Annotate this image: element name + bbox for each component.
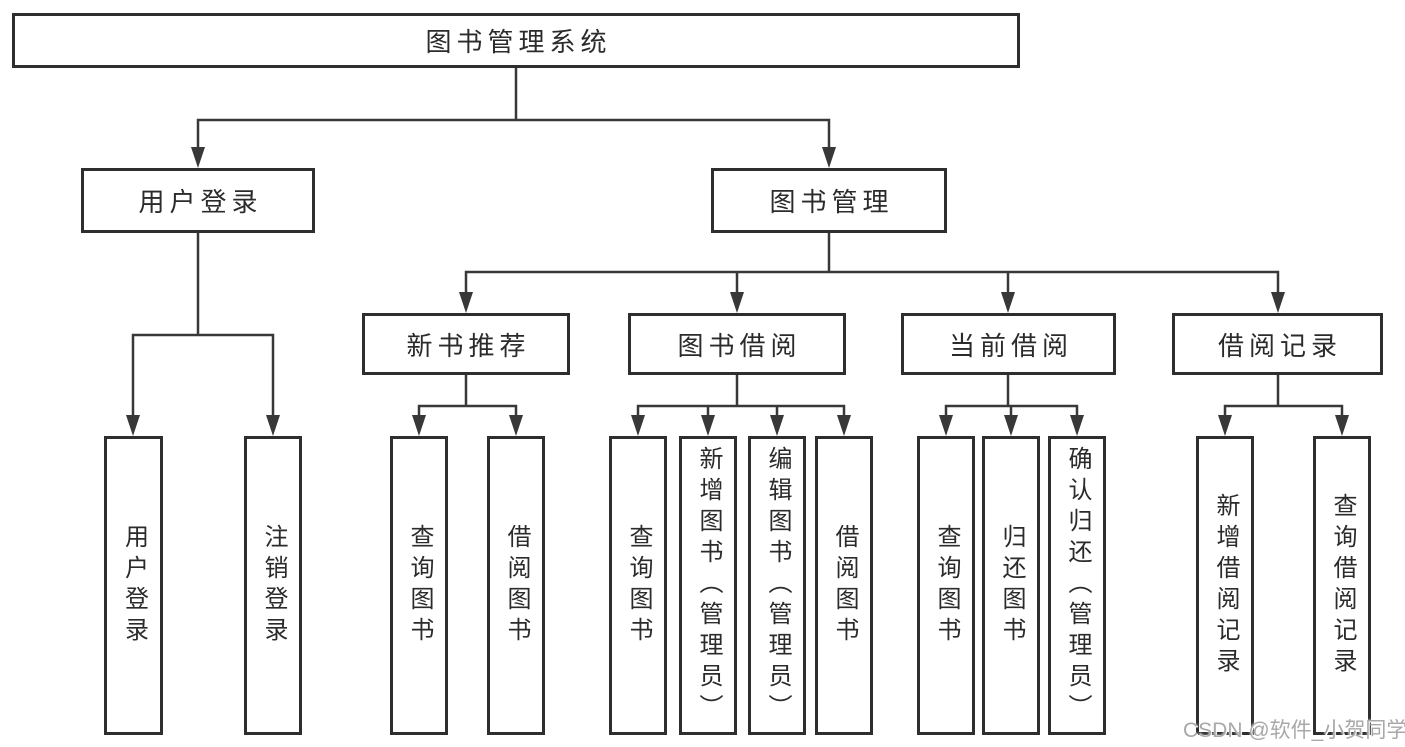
leaf-bb-borrow-books-label: 借阅图书 — [831, 523, 858, 648]
node-book-borrowing: 图书借阅 — [628, 313, 846, 375]
node-user-login-label: 用户登录 — [138, 187, 263, 217]
leaf-logout-label: 注销登录 — [260, 523, 287, 648]
node-current-borrowing: 当前借阅 — [901, 313, 1116, 375]
leaf-br-add-record-label: 新增借阅记录 — [1212, 492, 1239, 679]
leaf-nbr-borrow-books-label: 借阅图书 — [503, 523, 530, 648]
leaf-cb-return-books: 归还图书 — [982, 436, 1040, 735]
node-root-system-label: 图书管理系统 — [425, 27, 612, 57]
node-borrowing-records-label: 借阅记录 — [1217, 330, 1342, 361]
node-book-management: 图书管理 — [711, 168, 947, 233]
node-book-borrowing-label: 图书借阅 — [677, 330, 802, 361]
arrowheads — [126, 147, 1349, 436]
leaf-bb-query-books-label: 查询图书 — [625, 523, 652, 648]
leaf-nbr-query-books: 查询图书 — [390, 436, 448, 735]
leaf-cb-query-books: 查询图书 — [917, 436, 975, 735]
leaf-nbr-query-books-label: 查询图书 — [406, 523, 433, 648]
node-book-management-label: 图书管理 — [769, 187, 894, 217]
leaf-cb-query-books-label: 查询图书 — [933, 523, 960, 648]
leaf-br-query-record-label: 查询借阅记录 — [1329, 492, 1356, 679]
leaf-cb-confirm-return: 确认归还（管理员） — [1048, 436, 1106, 735]
node-new-book-recommend-label: 新书推荐 — [406, 330, 531, 361]
leaf-cb-confirm-return-label: 确认归还（管理员） — [1064, 446, 1091, 725]
node-root-system: 图书管理系统 — [12, 13, 1020, 68]
leaf-cb-return-books-label: 归还图书 — [998, 523, 1025, 648]
csdn-watermark: CSDN @软件_小贺同学 — [1183, 719, 1405, 742]
leaf-bb-query-books: 查询图书 — [609, 436, 667, 735]
node-new-book-recommend: 新书推荐 — [362, 313, 570, 375]
leaf-nbr-borrow-books: 借阅图书 — [487, 436, 545, 735]
leaf-user-login: 用户登录 — [104, 436, 163, 735]
node-user-login: 用户登录 — [81, 168, 315, 233]
leaf-bb-borrow-books: 借阅图书 — [815, 436, 873, 735]
leaf-user-login-label: 用户登录 — [120, 523, 148, 648]
node-current-borrowing-label: 当前借阅 — [948, 330, 1073, 361]
leaf-bb-edit-books: 编辑图书（管理员） — [748, 436, 806, 735]
leaf-bb-edit-books-label: 编辑图书（管理员） — [764, 446, 791, 725]
leaf-logout: 注销登录 — [244, 436, 302, 735]
node-borrowing-records: 借阅记录 — [1172, 313, 1383, 375]
leaf-br-query-record: 查询借阅记录 — [1313, 436, 1371, 735]
leaf-bb-add-books: 新增图书（管理员） — [679, 436, 737, 735]
leaf-bb-add-books-label: 新增图书（管理员） — [695, 446, 722, 725]
leaf-br-add-record: 新增借阅记录 — [1196, 436, 1254, 735]
